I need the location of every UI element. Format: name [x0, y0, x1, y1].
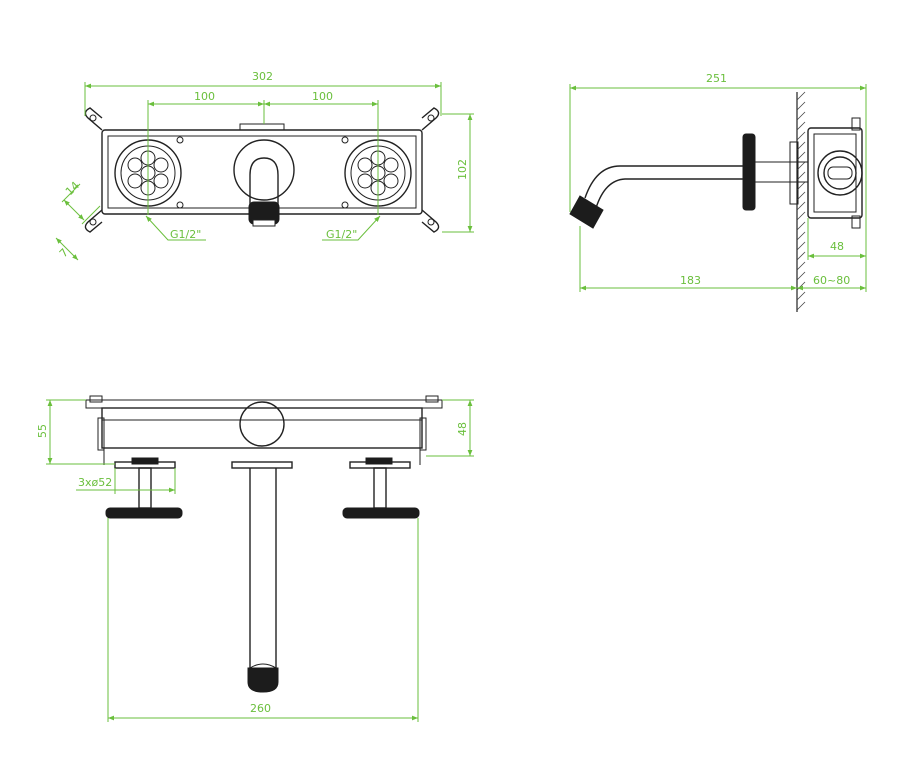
dim-total-depth: 251 [706, 72, 727, 85]
dim-wall-depth-range: 60~80 [813, 274, 850, 287]
top-left-handle [105, 467, 183, 519]
top-spout [247, 468, 279, 693]
thread-label-right: G1/2" [326, 228, 357, 241]
dim-height: 102 [456, 159, 469, 180]
side-handle-knob [742, 133, 756, 211]
spout-front [233, 139, 295, 227]
top-rosettes [114, 457, 411, 469]
top-nozzle [239, 123, 285, 131]
top-plate [85, 395, 443, 465]
dim-mount-slot-a: 14 [63, 179, 82, 198]
wall-hatching [796, 91, 806, 311]
dim-spacing-left: 100 [194, 90, 215, 103]
dim-handle-span: 260 [250, 702, 271, 715]
dim-spout-projection: 183 [680, 274, 701, 287]
side-valve-body [807, 117, 863, 229]
dim-mount-slot-b: 7 [57, 246, 71, 260]
dim-body-height: 48 [456, 422, 469, 436]
thread-label-left: G1/2" [170, 228, 201, 241]
dim-body-depth: 48 [830, 240, 844, 253]
dim-total-height: 55 [36, 424, 49, 438]
side-rosette [789, 141, 799, 205]
dim-rosette-diameter: 3xø52 [78, 476, 112, 489]
top-right-handle [342, 467, 420, 519]
side-spout [569, 165, 743, 229]
top-view: 55 48 3xø52 260 [36, 395, 474, 722]
valve-body-outline [101, 129, 423, 215]
dim-overall-width: 302 [252, 70, 273, 83]
dim-spacing-right: 100 [312, 90, 333, 103]
side-view: 251 48 183 60~80 [569, 72, 867, 312]
front-view: 302 100 100 102 14 7 G1/2" G1/2" [55, 70, 474, 261]
